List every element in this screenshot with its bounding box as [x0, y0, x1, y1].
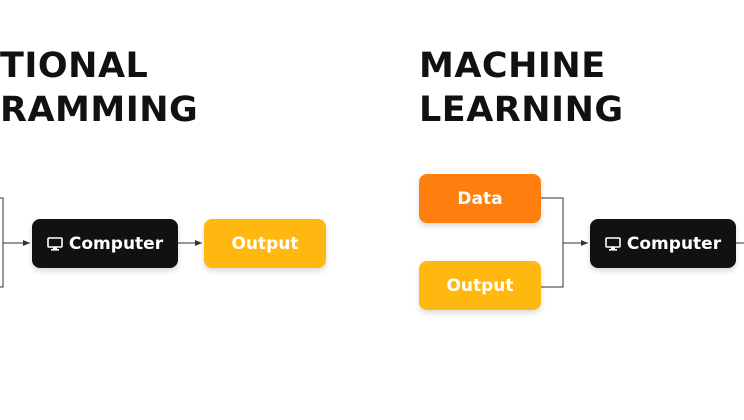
left-bracket-line: [0, 197, 4, 288]
monitor-icon: [47, 236, 63, 251]
data-box-right: Data: [419, 174, 541, 223]
heading-line: MACHINE: [419, 46, 606, 86]
monitor-icon: [605, 236, 621, 251]
output-box-left: Output: [204, 219, 326, 268]
machine-learning-heading: MACHINE LEARNING: [419, 44, 624, 132]
data-label: Data: [457, 188, 503, 209]
heading-line: LEARNING: [419, 90, 624, 130]
output-box-right: Output: [419, 261, 541, 310]
right-bracket-line: [541, 197, 564, 288]
output-label: Output: [446, 275, 514, 296]
output-label: Output: [231, 233, 299, 254]
heading-line: RAMMING: [0, 90, 199, 130]
computer-label: Computer: [68, 233, 164, 254]
computer-box-left: Computer: [32, 219, 178, 268]
heading-line: TIONAL: [0, 46, 149, 86]
computer-box-right: Computer: [590, 219, 736, 268]
computer-label: Computer: [626, 233, 722, 254]
traditional-programming-heading: TIONAL RAMMING: [0, 44, 198, 132]
